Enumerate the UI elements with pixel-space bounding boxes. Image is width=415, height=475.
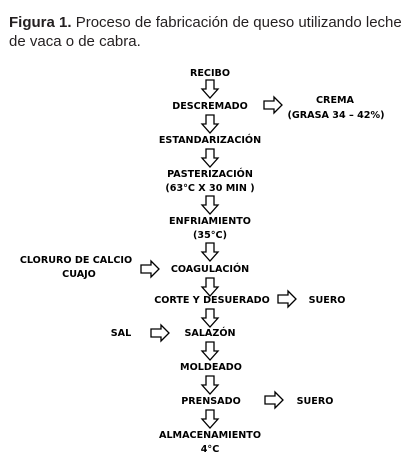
arrow-right-sal [150,324,170,342]
arrow-down-4 [201,195,219,215]
step-almacenamiento: ALMACENAMIENTO [159,430,261,441]
arrow-down-8 [201,341,219,361]
arrow-down-1 [201,79,219,99]
side-suero-2: SUERO [297,396,334,407]
step-salazon: SALAZÓN [184,326,235,339]
figure-label: Figura 1. [9,14,72,31]
step-enfriamiento: ENFRIAMIENTO [169,216,251,227]
arrow-right-crema [263,96,283,114]
arrow-down-10 [201,409,219,429]
step-estandarizacion: ESTANDARIZACIÓN [159,133,261,146]
side-crema: CREMA [316,95,355,106]
step-enfriamiento-detail: (35°C) [193,230,227,241]
side-suero-1: SUERO [309,295,346,306]
step-descremado: DESCREMADO [172,101,248,112]
step-almacenamiento-temp: 4°C [201,444,220,455]
arrow-down-7 [201,308,219,328]
step-pasterizacion: PASTERIZACIÓN [167,167,253,180]
step-moldeado: MOLDEADO [180,362,242,373]
figure-caption-text: Proceso de fabricación de queso utilizan… [9,14,402,50]
step-pasterizacion-detail: (63°C X 30 MIN ) [165,183,254,194]
step-corte-desuerado: CORTE Y DESUERADO [154,295,270,306]
step-recibo: RECIBO [190,68,230,79]
arrow-right-suero-2 [264,391,284,409]
step-coagulacion: COAGULACIÓN [171,262,249,275]
side-cuajo: CUAJO [62,269,96,280]
arrow-right-cloruro [140,260,160,278]
arrow-down-9 [201,375,219,395]
arrow-down-6 [201,277,219,297]
arrow-down-3 [201,148,219,168]
arrow-down-2 [201,114,219,134]
step-prensado: PRENSADO [181,396,240,407]
side-crema-grasa: (GRASA 34 – 42%) [288,110,385,121]
arrow-down-5 [201,242,219,262]
side-cloruro-calcio: CLORURO DE CALCIO [20,255,132,266]
side-sal: SAL [111,328,131,339]
arrow-right-suero-1 [277,290,297,308]
figure-caption: Figura 1. Proceso de fabricación de ques… [9,13,407,51]
